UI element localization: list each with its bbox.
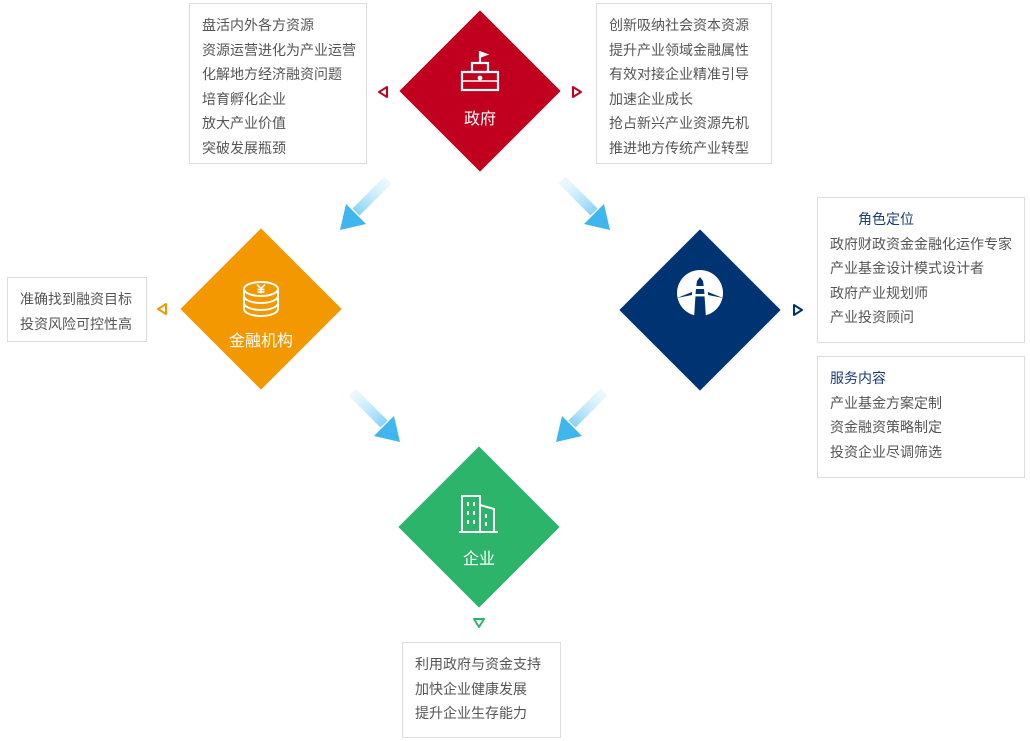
government-left-pointer-icon	[378, 86, 388, 98]
list-item: 投资风险可控性高	[20, 316, 132, 333]
finance-label: 金融机构	[228, 331, 293, 350]
arrow-government-to-advisor-icon	[558, 176, 610, 230]
list-item: 准确找到融资目标	[20, 292, 132, 308]
service-content-box: 服务内容 产业基金方案定制 资金融资策略制定 投资企业尽调筛选	[817, 356, 1025, 478]
office-building-icon	[459, 495, 498, 533]
list-item: 资金融资策略制定	[830, 420, 942, 436]
list-item: 抢占新兴产业资源先机	[609, 116, 749, 132]
role-box-title: 角色定位	[858, 212, 914, 228]
role-positioning-box: 角色定位 政府财政资金金融化运作专家 产业基金设计模式设计者 政府产业规划师 产…	[817, 197, 1025, 343]
list-item: 产业基金设计模式设计者	[830, 261, 984, 277]
list-item: 政府财政资金金融化运作专家	[830, 236, 1012, 253]
finance-node: 金融机构	[180, 228, 342, 390]
enterprise-label: 企业	[462, 549, 495, 568]
list-item: 加快企业健康发展	[415, 681, 527, 698]
list-item: 利用政府与资金支持	[415, 657, 541, 673]
list-item: 放大产业价值	[202, 116, 286, 132]
list-item: 突破发展瓶颈	[202, 140, 286, 157]
coin-stack-icon	[243, 281, 279, 318]
lighthouse-icon	[677, 270, 723, 318]
arrow-finance-to-enterprise-icon	[348, 388, 400, 442]
list-item: 提升产业领域金融属性	[609, 42, 749, 59]
service-box-title: 服务内容	[830, 371, 886, 387]
list-item: 创新吸纳社会资本资源	[609, 18, 749, 34]
list-item: 投资企业尽调筛选	[830, 444, 942, 461]
government-building-icon	[460, 51, 500, 92]
enterprise-pointer-icon	[473, 618, 485, 628]
finance-benefits-box: 准确找到融资目标 投资风险可控性高	[7, 277, 147, 342]
list-item: 资源运营进化为产业运营	[202, 42, 356, 59]
list-item: 推进地方传统产业转型	[609, 140, 749, 157]
arrow-government-to-finance-icon	[340, 176, 392, 230]
list-item: 产业投资顾问	[830, 310, 914, 326]
advisor-node	[619, 229, 781, 391]
advisor-pointer-icon	[793, 304, 803, 316]
list-item: 产业基金方案定制	[830, 395, 942, 412]
enterprise-benefits-box: 利用政府与资金支持 加快企业健康发展 提升企业生存能力	[402, 642, 561, 738]
enterprise-node: 企业	[398, 446, 560, 608]
arrow-advisor-to-enterprise-icon	[556, 388, 608, 442]
list-item: 盘活内外各方资源	[202, 18, 314, 34]
list-item: 政府产业规划师	[830, 285, 928, 302]
government-label: 政府	[463, 109, 496, 128]
government-benefits-right-box: 创新吸纳社会资本资源 提升产业领域金融属性 有效对接企业精准引导 加速企业成长 …	[596, 3, 772, 164]
list-item: 化解地方经济融资问题	[202, 67, 342, 83]
list-item: 提升企业生存能力	[415, 706, 527, 722]
government-node: 政府	[399, 10, 561, 172]
government-benefits-left-box: 盘活内外各方资源 资源运营进化为产业运营 化解地方经济融资问题 培育孵化企业 放…	[189, 3, 367, 164]
government-right-pointer-icon	[572, 86, 582, 98]
finance-pointer-icon	[157, 303, 167, 315]
list-item: 加速企业成长	[609, 91, 693, 108]
list-item: 有效对接企业精准引导	[609, 67, 749, 83]
list-item: 培育孵化企业	[202, 91, 286, 108]
